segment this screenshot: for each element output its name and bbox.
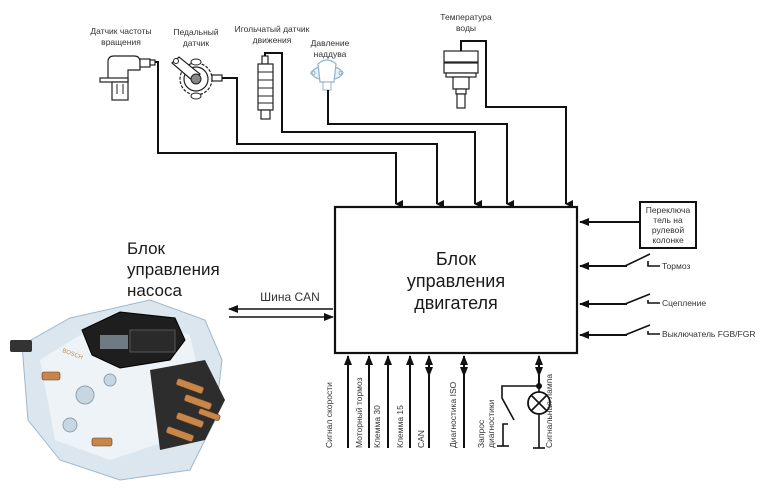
boost-pressure-sensor-icon (310, 59, 344, 91)
water-temp-sensor-icon (443, 50, 479, 109)
speed-sensor-icon (99, 55, 156, 101)
water-temp-label-line2: воды (456, 23, 476, 33)
needle-sensor-label: Игольчатый датчик движения (235, 24, 310, 45)
diag-request-label-line1: Запрос (476, 419, 486, 448)
steering-switch-label-line1: Переключа (646, 205, 691, 215)
steering-switch-label-line3: рулевой (652, 225, 685, 235)
boost-sensor-label-line1: Давление (311, 38, 350, 48)
fgb-switch-contact (624, 324, 651, 336)
pump-title-line1: Блок (127, 239, 166, 258)
brake-switch-contact (624, 253, 651, 267)
terminal-30-label: Клемма 30 (372, 405, 382, 448)
can-bus-label: Шина CAN (260, 290, 320, 304)
needle-sensor-label-line1: Игольчатый датчик (235, 24, 310, 34)
wire-pedal-sensor (222, 77, 444, 208)
ecu-title-line3: двигателя (414, 293, 498, 313)
needle-lift-sensor-icon (257, 55, 274, 120)
needle-sensor-label-line2: движения (253, 35, 292, 45)
speed-sensor-label-line1: Датчик частоты (90, 26, 151, 36)
brake-switch: Тормоз (579, 253, 690, 271)
diag-request-contact (501, 385, 539, 421)
warning-lamp: Сигнальная лампа (527, 355, 554, 449)
pedal-sensor-label-line2: датчик (183, 38, 210, 48)
can-bus: Шина CAN (228, 290, 334, 321)
engine-brake-label: Моторный тормоз (354, 377, 364, 448)
diag-request-label-line2: диагностики (486, 399, 496, 448)
warning-lamp-label: Сигнальная лампа (544, 374, 554, 448)
water-temp-label-line1: Температура (440, 12, 492, 22)
steering-column-switch: Переключа тель на рулевой колонке (579, 201, 697, 249)
clutch-switch: Сцепление (579, 293, 706, 308)
steering-switch-box (639, 201, 697, 249)
pedal-sensor-label-line1: Педальный (173, 27, 219, 37)
pedal-sensor-label: Педальный датчик (173, 27, 219, 48)
ecu-title-line2: управления (407, 271, 505, 291)
engine-control-unit: Блок управления двигателя (333, 205, 579, 355)
fgb-label: Выключатель FGB/FGR (662, 329, 755, 339)
can-label: CAN (416, 430, 426, 448)
speed-signal-label: Сигнал скорости (324, 382, 334, 448)
wire-speed-sensor (155, 61, 403, 208)
pedal-sensor-icon (171, 56, 223, 100)
water-temp-label: Температура воды (440, 12, 492, 33)
fgb-switch: Выключатель FGB/FGR (579, 324, 755, 339)
pump-title-line2: управления (127, 260, 220, 279)
brake-label: Тормоз (662, 261, 690, 271)
speed-sensor-label: Датчик частоты вращения (90, 26, 151, 47)
diagnostic-iso-label: Диагностика ISO (448, 381, 458, 448)
pump-title-line3: насоса (127, 281, 182, 300)
pump-control-unit-label: Блок управления насоса (127, 239, 220, 300)
clutch-switch-contact (624, 293, 651, 305)
ecu-box (333, 205, 579, 355)
boost-sensor-label-line2: наддува (314, 49, 347, 59)
boost-sensor-label: Давление наддува (311, 38, 350, 59)
steering-switch-label-line4: колонке (652, 235, 684, 245)
ecu-title-line1: Блок (436, 249, 476, 269)
wire-boost-sensor (327, 90, 514, 208)
speed-sensor-label-line2: вращения (101, 37, 141, 47)
terminal-15-label: Клемма 15 (395, 405, 405, 448)
wire-water-temp (460, 40, 573, 208)
diagnostic-request-switch: Запрос диагностики (476, 385, 539, 448)
injection-pump-image: BOSCH (10, 299, 225, 481)
clutch-label: Сцепление (662, 298, 706, 308)
wire-needle-sensor (264, 52, 482, 208)
steering-switch-label-line2: тель на (653, 215, 683, 225)
